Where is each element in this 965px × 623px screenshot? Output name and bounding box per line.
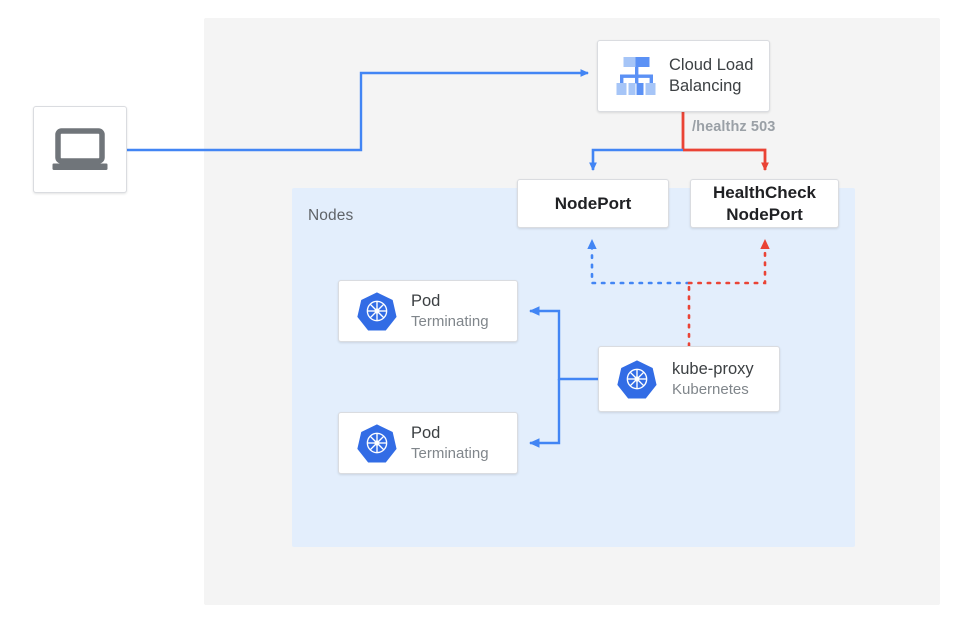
laptop-icon xyxy=(51,127,109,172)
pod-1-text: Pod Terminating xyxy=(411,291,489,331)
kubernetes-icon xyxy=(612,359,662,399)
kube-proxy[interactable]: kube-proxy Kubernetes xyxy=(598,346,780,412)
kube-proxy-subtitle: Kubernetes xyxy=(672,380,749,398)
pod-terminating-2[interactable]: Pod Terminating xyxy=(338,412,518,474)
cloud-load-balancing[interactable]: Cloud Load Balancing xyxy=(597,40,770,112)
healthcheck-nodeport[interactable]: HealthCheck NodePort xyxy=(690,179,839,228)
cloud-load-balancing-title: Cloud Load Balancing xyxy=(669,55,754,95)
kubernetes-icon xyxy=(351,423,403,463)
pod-terminating-1[interactable]: Pod Terminating xyxy=(338,280,518,342)
pod-2-title: Pod xyxy=(411,423,441,442)
cloud-load-balancing-text: Cloud Load Balancing xyxy=(669,55,753,97)
kube-proxy-title: kube-proxy xyxy=(672,359,754,378)
nodeport-label: NodePort xyxy=(554,193,632,213)
nodeport[interactable]: NodePort xyxy=(517,179,669,228)
pod-2-status: Terminating xyxy=(411,444,489,462)
pod-1-title: Pod xyxy=(411,291,441,310)
healthcheck-nodeport-label: HealthCheck NodePort xyxy=(713,183,816,224)
nodes-panel-label: Nodes xyxy=(308,207,354,224)
cloud-load-balancing-icon xyxy=(609,55,665,97)
pod-2-text: Pod Terminating xyxy=(411,423,489,463)
kubernetes-icon xyxy=(351,291,403,331)
client-device[interactable] xyxy=(33,106,127,193)
healthz-annotation: /healthz 503 xyxy=(692,119,776,135)
pod-1-status: Terminating xyxy=(411,312,489,330)
kube-proxy-text: kube-proxy Kubernetes xyxy=(672,359,754,399)
